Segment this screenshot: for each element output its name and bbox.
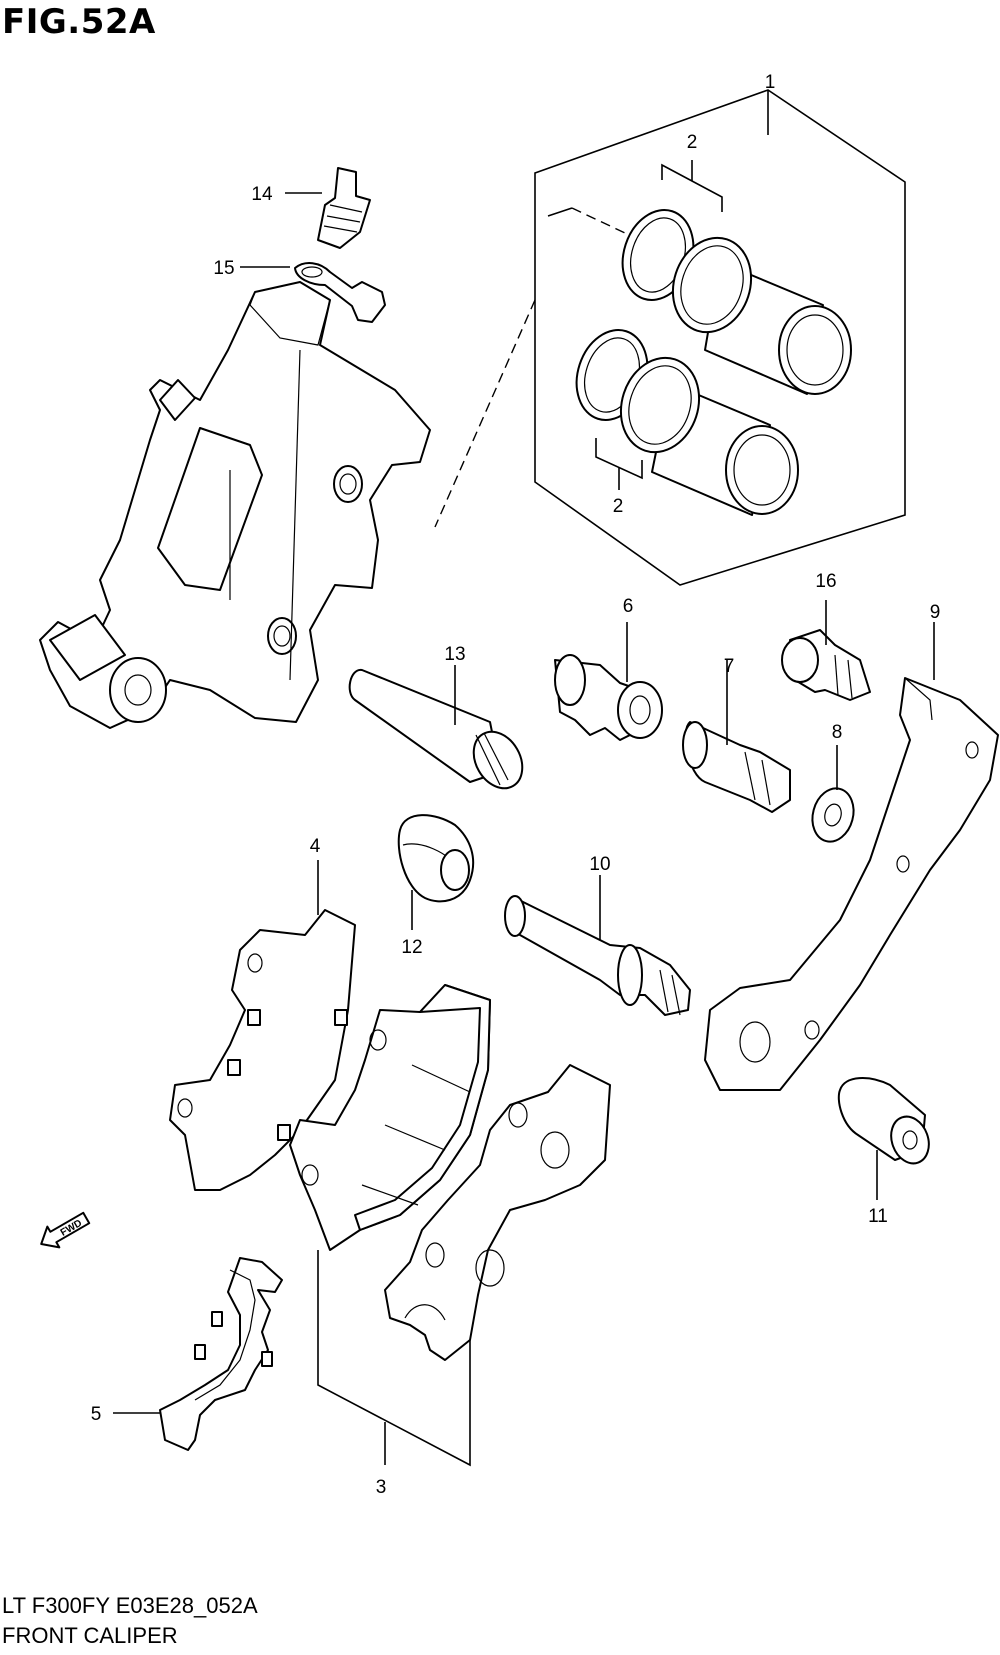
pad-spring [159, 1257, 283, 1451]
callout-2-lower: 2 [613, 496, 624, 517]
diagram-name: FRONT CALIPER [2, 1623, 178, 1648]
callout-14: 14 [251, 184, 273, 205]
callout-11: 11 [868, 1206, 888, 1227]
caliper-body [39, 281, 431, 729]
callout-4: 4 [310, 836, 321, 857]
piston-seals [575, 209, 753, 454]
bleeder-cap [294, 262, 386, 323]
figure-title: FIG.52A [2, 2, 156, 42]
callout-16: 16 [815, 571, 836, 592]
brake-pad-outer [384, 1064, 611, 1361]
callout-5: 5 [91, 1404, 102, 1425]
slide-pin [348, 668, 524, 790]
callout-9: 9 [930, 602, 941, 623]
pad-shim [169, 909, 356, 1191]
washer [811, 787, 855, 843]
fwd-label: FWD [59, 1218, 84, 1239]
pin-boot [397, 814, 475, 903]
piston-kit-box [534, 89, 906, 586]
callout-15: 15 [213, 258, 234, 279]
callout-10: 10 [589, 854, 610, 875]
callout-2-upper: 2 [687, 132, 698, 153]
callout-3: 3 [376, 1477, 387, 1498]
callout-8: 8 [832, 722, 843, 743]
mounting-bolt [781, 629, 871, 701]
bracket-pin [504, 895, 691, 1016]
model-code: LT F300FY E03E28_052A [2, 1593, 258, 1618]
caliper-bracket [704, 677, 999, 1091]
caliper-bolt [554, 654, 663, 741]
callout-6: 6 [623, 596, 634, 617]
bleeder-valve [317, 167, 371, 249]
fwd-arrow-icon: FWD [40, 1211, 91, 1249]
callout-1: 1 [765, 72, 776, 93]
callout-12: 12 [401, 937, 422, 958]
callout-13: 13 [444, 644, 465, 665]
bracket-sleeve [837, 1077, 930, 1165]
guide-pin-bolt [682, 721, 791, 813]
brake-pad-inner [289, 984, 491, 1251]
callout-7: 7 [724, 656, 735, 677]
